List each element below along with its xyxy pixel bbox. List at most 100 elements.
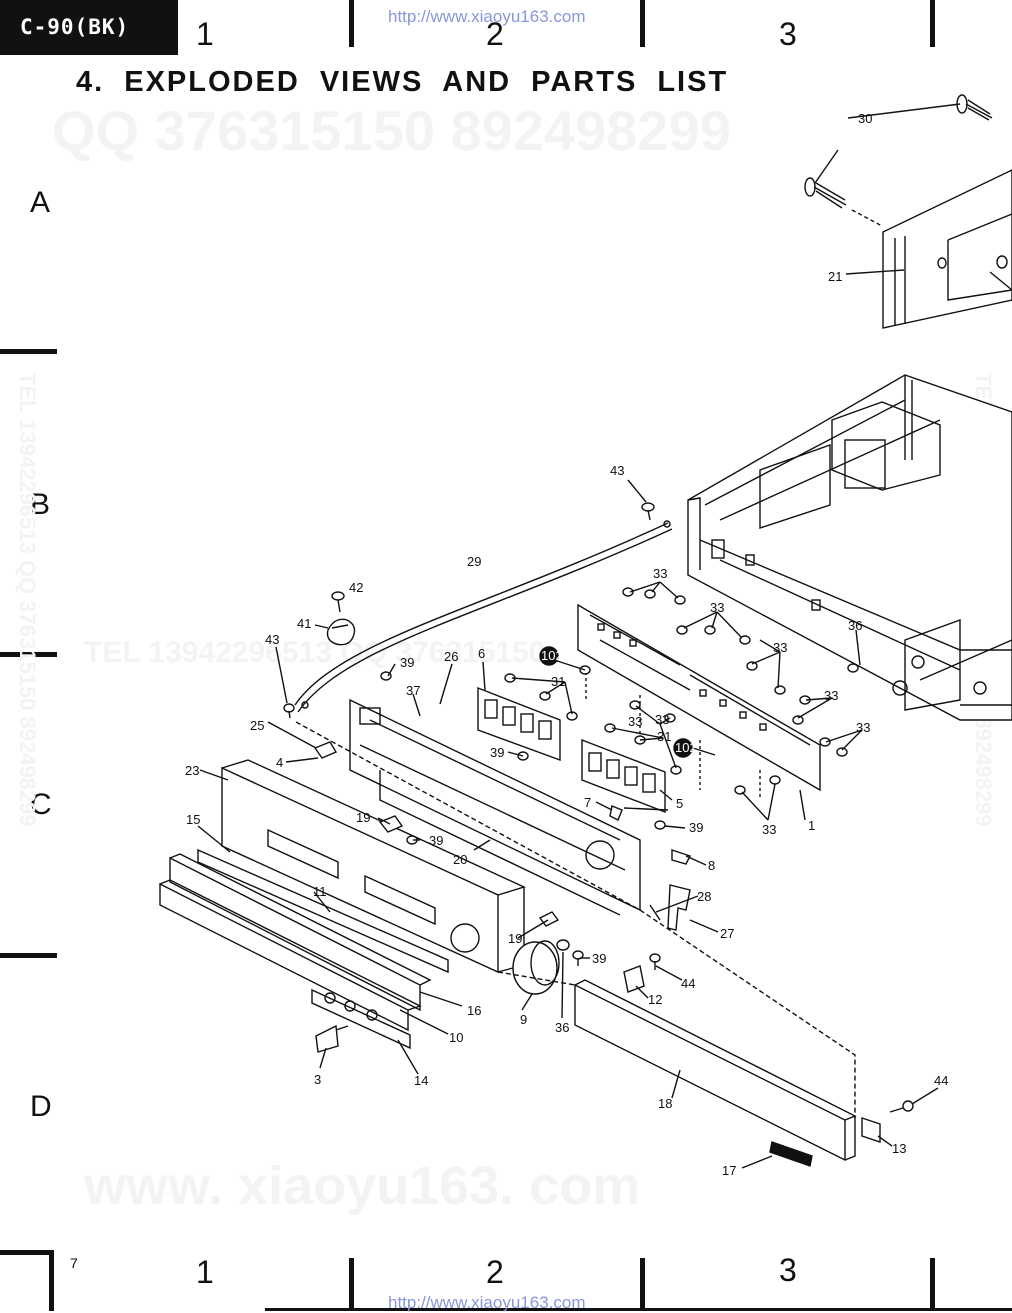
callout-102-b: 102 <box>675 740 697 755</box>
callout-33-f: 33 <box>762 822 776 837</box>
trim-strip-16 <box>169 856 421 1012</box>
callout-12: 12 <box>648 992 662 1007</box>
column-divider <box>349 1258 354 1311</box>
spring-28 <box>649 904 661 921</box>
lever-27 <box>667 884 691 931</box>
column-divider <box>930 1258 935 1311</box>
callout-10: 10 <box>449 1030 463 1045</box>
callout-39-c: 39 <box>429 833 443 848</box>
page-number: 7 <box>70 1255 78 1271</box>
model-badge: C-90(BK) <box>0 0 178 55</box>
callout-31-b: 31 <box>657 729 671 744</box>
column-label-2-top: 2 <box>486 16 504 52</box>
callout-28: 28 <box>697 889 711 904</box>
callout-20: 20 <box>453 852 467 867</box>
callout-3: 3 <box>314 1072 321 1087</box>
callout-43-left: 43 <box>265 632 279 647</box>
row-label-a: A <box>30 186 51 219</box>
callout-11: 11 <box>313 884 327 899</box>
part-7 <box>609 805 623 821</box>
callout-7: 7 <box>584 795 591 810</box>
cable-29 <box>294 522 669 706</box>
bulb-42 <box>331 591 345 613</box>
part-12 <box>623 965 645 993</box>
callout-39-a: 39 <box>400 655 414 670</box>
column-label-3-bottom: 3 <box>779 1252 797 1288</box>
callout-44-b: 44 <box>934 1073 948 1088</box>
trim-strip-15 <box>197 848 449 974</box>
switch-board-5 <box>581 738 666 814</box>
button-19-upper <box>378 815 404 833</box>
callout-21: 21 <box>828 269 842 284</box>
column-divider <box>640 1258 645 1311</box>
lamp-41 <box>326 618 356 646</box>
pcb-1 <box>577 603 821 792</box>
screw-30-left <box>804 177 847 209</box>
callout-33-a: 33 <box>653 566 667 581</box>
bracket-14 <box>311 988 411 1050</box>
screw-39-bottom <box>572 950 584 966</box>
callout-36-bottom: 36 <box>555 1020 569 1035</box>
callout-26: 26 <box>444 649 458 664</box>
callout-43-top: 43 <box>610 463 624 478</box>
callout-9: 9 <box>520 1012 527 1027</box>
screw-44-mid <box>649 953 661 970</box>
knob-9 <box>512 940 560 995</box>
row-label-b: B <box>30 488 51 521</box>
callout-39-b: 39 <box>490 745 504 760</box>
frame-corner-bottom-left <box>0 1250 54 1255</box>
page-title: 4. EXPLODED VIEWS AND PARTS LIST <box>76 66 729 98</box>
callout-27: 27 <box>720 926 734 941</box>
callout-25: 25 <box>250 718 264 733</box>
column-divider <box>349 0 354 47</box>
screw-44-right <box>889 1100 914 1113</box>
callout-1: 1 <box>808 818 815 833</box>
callout-16: 16 <box>467 1003 481 1018</box>
source-url-bottom[interactable]: http://www.xiaoyu163.com <box>388 1293 586 1312</box>
column-label-3-top: 3 <box>779 16 797 52</box>
knob-3 <box>315 1024 349 1053</box>
bracket-13 <box>861 1117 881 1143</box>
callout-8: 8 <box>708 858 715 873</box>
callout-33-h: 33 <box>655 712 669 727</box>
callout-33-e: 33 <box>856 720 870 735</box>
callout-33-d: 33 <box>824 688 838 703</box>
source-url-top[interactable]: http://www.xiaoyu163.com <box>388 7 586 26</box>
callout-18: 18 <box>658 1096 672 1111</box>
screw-43-top <box>641 502 655 521</box>
column-label-1-bottom: 1 <box>196 1254 214 1290</box>
callout-37: 37 <box>406 683 420 698</box>
callout-14: 14 <box>414 1073 428 1088</box>
callout-5: 5 <box>676 796 683 811</box>
screw-30-top <box>956 94 993 121</box>
callout-4: 4 <box>276 755 283 770</box>
frame-bottom-edge <box>265 1308 1012 1311</box>
front-cover-18 <box>574 979 857 1162</box>
row-label-c: C <box>30 788 52 821</box>
bottom-strip-10 <box>159 882 409 1032</box>
callout-42: 42 <box>349 580 363 595</box>
column-label-1-top: 1 <box>196 16 214 52</box>
callout-13: 13 <box>892 1141 906 1156</box>
part-8 <box>671 849 691 865</box>
callout-23: 23 <box>185 763 199 778</box>
callout-41: 41 <box>297 616 311 631</box>
row-divider <box>0 652 57 657</box>
holder-4 <box>313 741 338 759</box>
callout-44-a: 44 <box>681 976 695 991</box>
switch-board-6 <box>477 686 561 762</box>
nut-36 <box>556 939 570 951</box>
screw-43-left <box>283 703 295 719</box>
callout-33-c: 33 <box>773 640 787 655</box>
callout-102-a: 102 <box>541 648 563 663</box>
callout-6: 6 <box>478 646 485 661</box>
callout-29: 29 <box>467 554 481 569</box>
callout-19-a: 19 <box>356 810 370 825</box>
callout-36-top: 36 <box>848 618 862 633</box>
callout-39-e: 39 <box>592 951 606 966</box>
callout-33-b: 33 <box>710 600 724 615</box>
row-divider <box>0 349 57 354</box>
logo-badge-17 <box>769 1141 813 1167</box>
callout-33-g: 33 <box>628 714 642 729</box>
